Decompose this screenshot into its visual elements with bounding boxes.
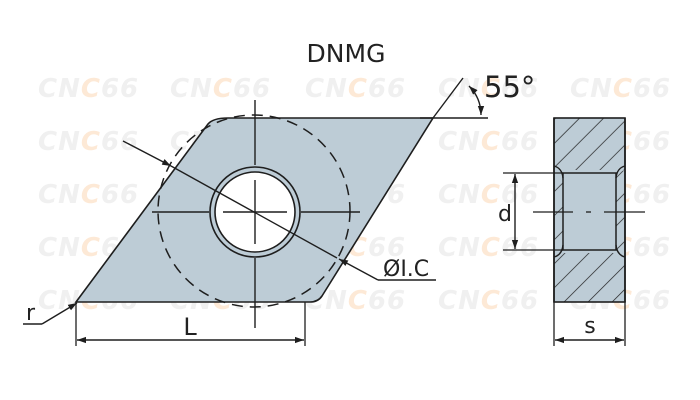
length-dimension: L [75,302,306,346]
hole-diameter-label: d [498,202,512,227]
watermark-text: CNC66 [305,74,406,104]
thickness-label: s [584,314,595,339]
watermark-text: CNC66 [38,127,139,157]
corner-radius-dimension: r [23,301,78,326]
angle-dimension: 55° [420,70,535,119]
ic-dimension: ØI.C [122,140,436,282]
watermark-text: CNC66 [438,286,539,316]
insert-side-view [533,117,645,303]
hole-diameter-dimension: d [498,172,563,251]
diagram-title: DNMG [307,39,386,68]
ic-label: ØI.C [383,257,429,282]
watermark-text: CNC66 [38,180,139,210]
corner-radius-label: r [26,301,36,326]
watermark-text: CNC66 [38,74,139,104]
length-label: L [183,313,197,341]
watermark-text: CNC66 [438,74,539,104]
watermark-text: CNC66 [570,74,671,104]
watermark-text: CNC66 [438,127,539,157]
watermark-text: CNC66 [170,74,271,104]
watermark-text: CNC66 [438,233,539,263]
watermark-text: CNC66 [438,180,539,210]
angle-label: 55° [484,70,535,104]
inscribed-circle [157,114,351,308]
thickness-dimension: s [553,302,626,346]
